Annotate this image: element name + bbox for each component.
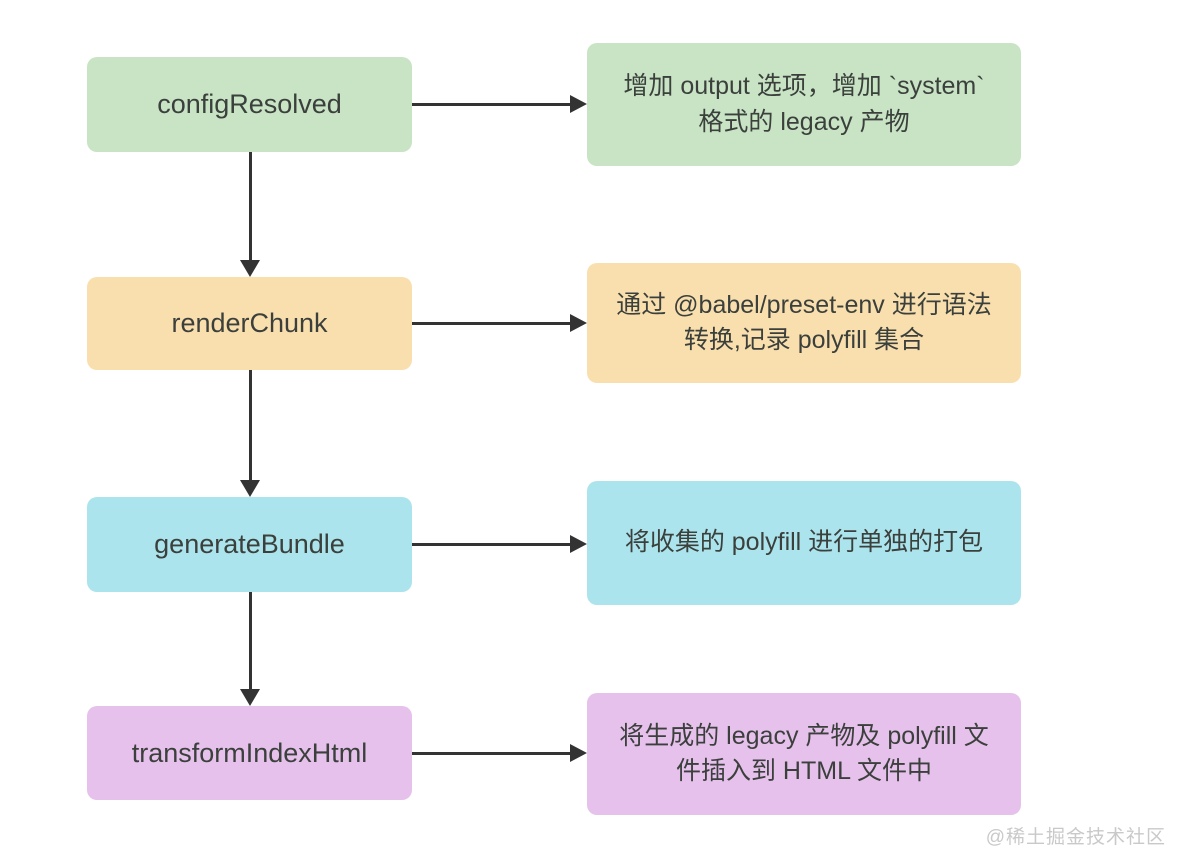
arrow-down-head-icon [240,689,260,706]
hook-node-configresolved: configResolved [87,57,412,152]
arrow-right-line [412,752,572,755]
arrow-down-line [248,152,252,262]
description-node-generatebundle: 将收集的 polyfill 进行单独的打包 [587,481,1021,605]
arrow-right-line [412,103,572,106]
arrow-right-head-icon [570,744,587,762]
arrow-down-line [248,370,252,482]
arrow-right-line [412,543,572,546]
description-node-renderchunk: 通过 @babel/preset-env 进行语法转换,记录 polyfill … [587,263,1021,383]
arrow-right-head-icon [570,535,587,553]
hook-node-transformindexhtml: transformIndexHtml [87,706,412,800]
arrow-down-head-icon [240,480,260,497]
arrow-down-head-icon [240,260,260,277]
arrow-right-line [412,322,572,325]
hook-node-generatebundle: generateBundle [87,497,412,592]
arrow-right-head-icon [570,95,587,113]
hook-node-renderchunk: renderChunk [87,277,412,370]
description-node-configresolved: 增加 output 选项，增加 `system` 格式的 legacy 产物 [587,43,1021,166]
watermark: @稀土掘金技术社区 [985,827,1166,848]
description-node-transformindexhtml: 将生成的 legacy 产物及 polyfill 文件插入到 HTML 文件中 [587,693,1021,815]
arrow-right-head-icon [570,314,587,332]
arrow-down-line [248,592,252,689]
